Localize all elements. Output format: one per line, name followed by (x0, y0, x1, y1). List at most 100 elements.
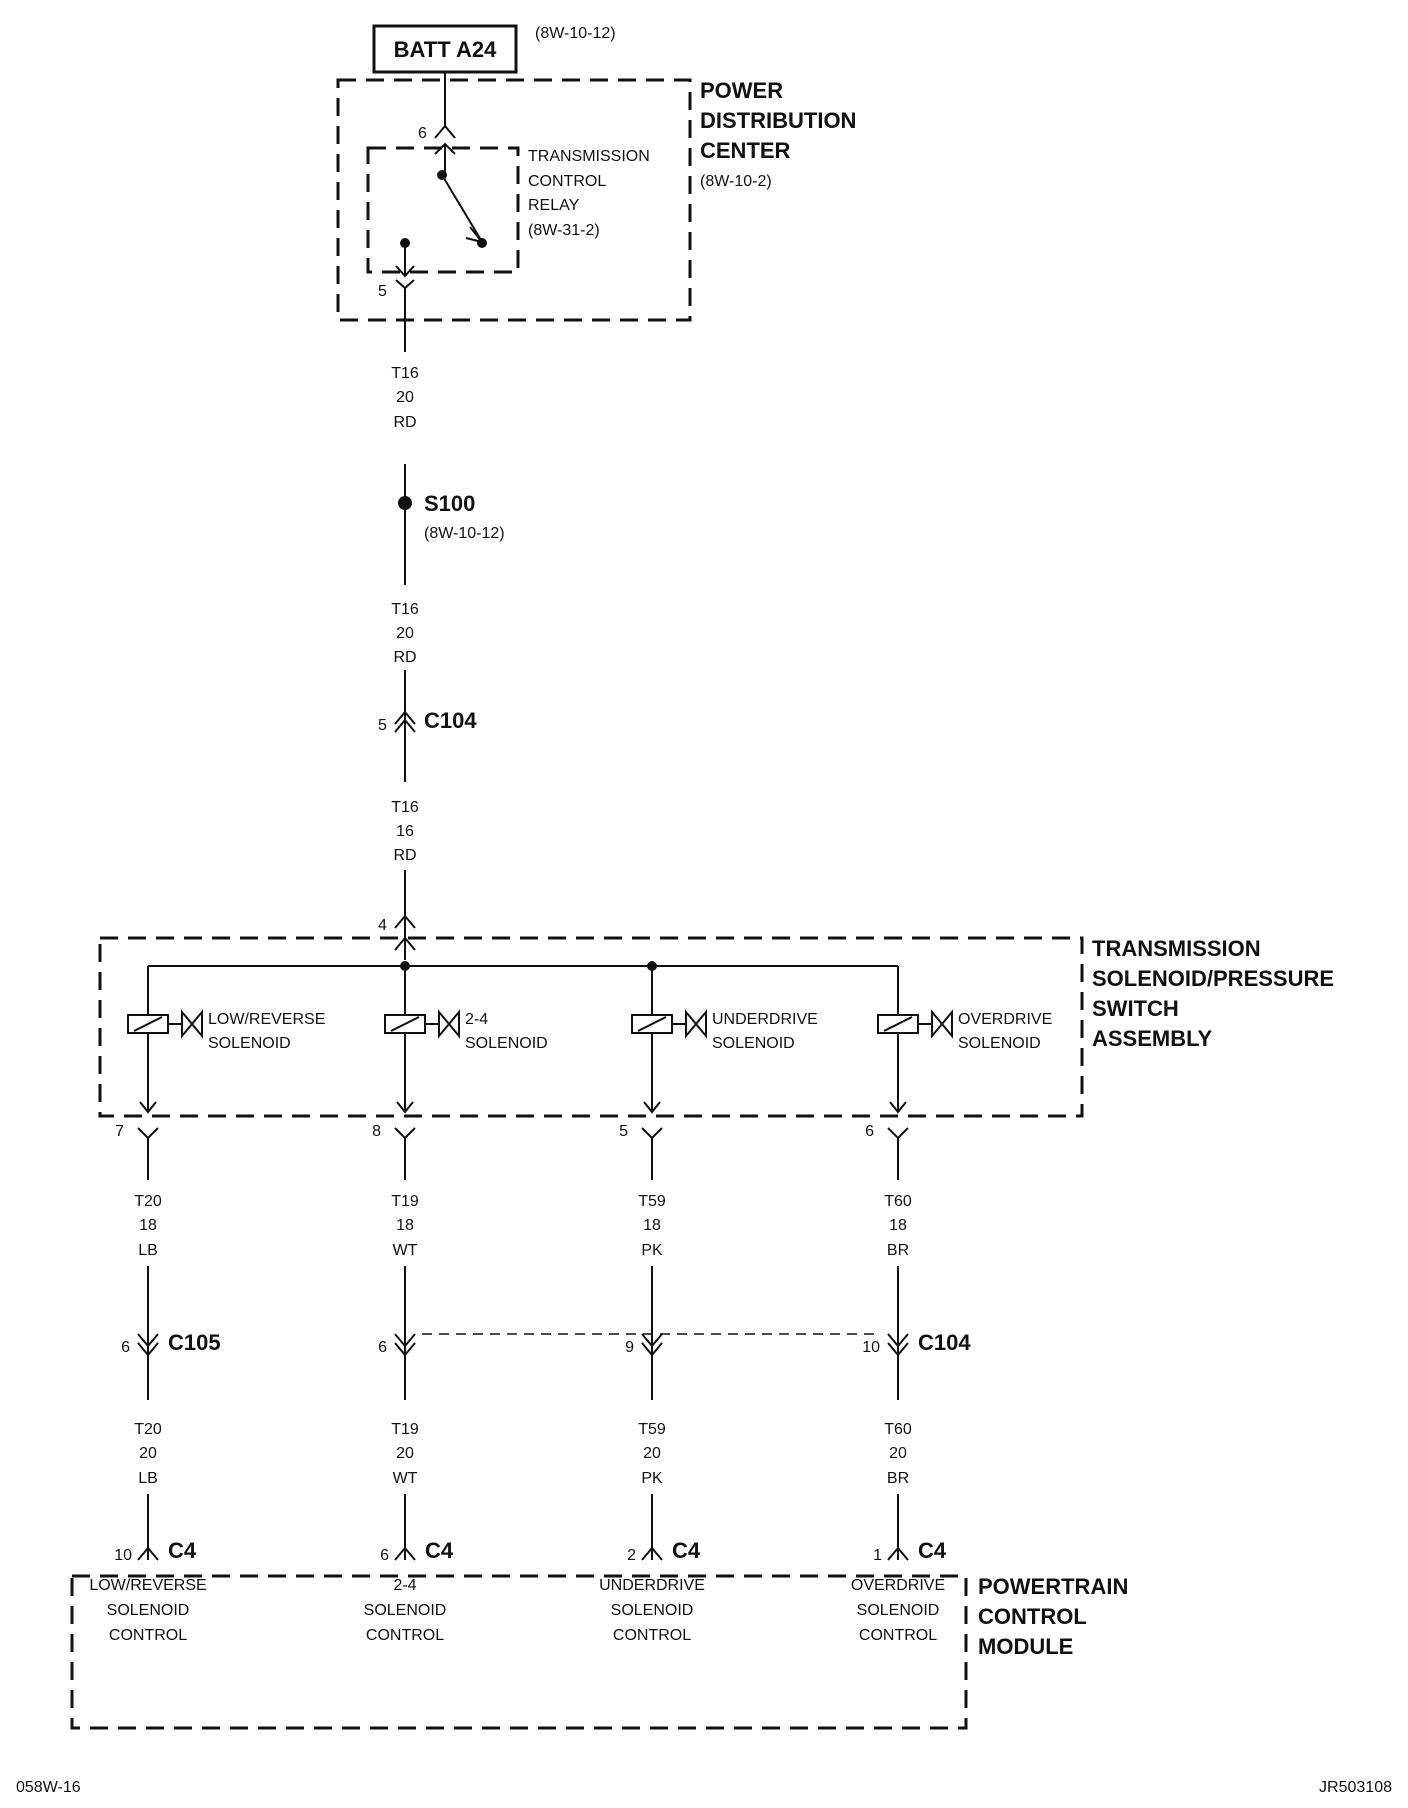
pcm-function-2: SOLENOID (857, 1602, 940, 1619)
pcm-title-1: POWERTRAIN (978, 1574, 1128, 1599)
pcm-function-1: OVERDRIVE (851, 1577, 945, 1594)
pcm-pin: 6 (380, 1547, 389, 1564)
wire-b-color: LB (138, 1470, 158, 1487)
inline-connector (137, 1333, 159, 1348)
wire-b-gauge: 20 (889, 1445, 907, 1462)
assembly-pin4-connector (394, 914, 416, 929)
wire-b-gauge: 20 (139, 1445, 157, 1462)
relay-label-2: CONTROL (528, 173, 606, 190)
solenoid-name-2: SOLENOID (712, 1035, 795, 1052)
pcm-connector (887, 1546, 909, 1561)
pdc-title-1: POWER (700, 78, 783, 103)
pdc-box (336, 78, 692, 322)
relay-box (366, 146, 520, 274)
output-pin: 5 (619, 1123, 628, 1140)
assembly-box (98, 936, 1084, 1118)
wire-a-circuit: T20 (134, 1193, 162, 1210)
valve-icon (438, 1009, 460, 1039)
relay-switch-arm (441, 174, 482, 241)
splice-dot (398, 496, 412, 510)
pdc-title-3: CENTER (700, 138, 791, 163)
output-pin: 6 (865, 1123, 874, 1140)
pcm-connector (137, 1546, 159, 1561)
pcm-title-2: CONTROL (978, 1604, 1087, 1629)
relay-ref: (8W-31-2) (528, 222, 600, 239)
wire-a-gauge: 18 (396, 1217, 414, 1234)
inline-connector-pin: 6 (378, 1339, 387, 1356)
wire-mid-gauge: 20 (396, 625, 414, 642)
wire-b-color: PK (641, 1470, 663, 1487)
relay-pin6-connector (434, 124, 456, 139)
wire-top-gauge: 20 (396, 389, 414, 406)
pcm-connector-label: C4 (672, 1538, 701, 1563)
pcm-pin: 1 (873, 1547, 882, 1564)
assembly-title-2: SOLENOID/PRESSURE (1092, 966, 1334, 991)
wire-low-color: RD (393, 847, 416, 864)
valve-icon (685, 1009, 707, 1039)
solenoid-name-2: SOLENOID (208, 1035, 291, 1052)
batt-ref: (8W-10-12) (535, 25, 616, 42)
wire-a-gauge: 18 (889, 1217, 907, 1234)
wire-b-circuit: T20 (134, 1421, 162, 1438)
relay-pin5-connector (395, 279, 415, 290)
pdc-title-2: DISTRIBUTION (700, 108, 856, 133)
solenoid-name-2: SOLENOID (465, 1035, 548, 1052)
c104-top-connector (394, 710, 416, 725)
inline-connector-pin: 6 (121, 1339, 130, 1356)
pcm-connector (394, 1546, 416, 1561)
valve-icon (181, 1009, 203, 1039)
pcm-function-3: CONTROL (109, 1627, 187, 1644)
c104-top-label: C104 (424, 708, 477, 733)
inline-connector-label: C104 (918, 1330, 971, 1355)
relay-label-3: RELAY (528, 197, 580, 214)
output-pin: 7 (115, 1123, 124, 1140)
inline-connector (641, 1333, 663, 1348)
splice-ref: (8W-10-12) (424, 525, 505, 542)
solenoid-name: UNDERDRIVE (712, 1011, 818, 1028)
output-pin-connector (137, 1127, 159, 1140)
pcm-title-3: MODULE (978, 1634, 1073, 1659)
pcm-function-3: CONTROL (366, 1627, 444, 1644)
wire-b-gauge: 20 (643, 1445, 661, 1462)
output-pin-connector (394, 1127, 416, 1140)
pcm-function-3: CONTROL (859, 1627, 937, 1644)
solenoid-name: LOW/REVERSE (208, 1011, 325, 1028)
pcm-function-1: 2-4 (393, 1577, 416, 1594)
wire-a-color: LB (138, 1242, 158, 1259)
splice-label: S100 (424, 491, 475, 516)
footer-right: JR503108 (1319, 1779, 1392, 1796)
output-pin-connector (641, 1127, 663, 1140)
wire-top-color: RD (393, 414, 416, 431)
assembly-pin-in: 4 (378, 917, 387, 934)
output-pin: 8 (372, 1123, 381, 1140)
wire-b-circuit: T19 (391, 1421, 419, 1438)
solenoid-name-2: SOLENOID (958, 1035, 1041, 1052)
pcm-connector (641, 1546, 663, 1561)
inline-connector-pin: 9 (625, 1339, 634, 1356)
relay-pin-top: 6 (418, 125, 427, 142)
wire-top-circuit: T16 (391, 365, 419, 382)
output-pin-connector (887, 1127, 909, 1140)
assembly-title-1: TRANSMISSION (1092, 936, 1261, 961)
pcm-connector-label: C4 (168, 1538, 197, 1563)
wire-mid-circuit: T16 (391, 601, 419, 618)
pcm-function-1: LOW/REVERSE (89, 1577, 206, 1594)
pcm-function-2: SOLENOID (611, 1602, 694, 1619)
wire-b-color: WT (393, 1470, 418, 1487)
inline-connector (394, 1333, 416, 1348)
wire-b-gauge: 20 (396, 1445, 414, 1462)
pcm-pin: 2 (627, 1547, 636, 1564)
wire-b-circuit: T60 (884, 1421, 912, 1438)
pcm-function-3: CONTROL (613, 1627, 691, 1644)
wire-low-gauge: 16 (396, 823, 414, 840)
wire-a-gauge: 18 (139, 1217, 157, 1234)
relay-label-1: TRANSMISSION (528, 148, 650, 165)
wire-low-circuit: T16 (391, 799, 419, 816)
pcm-function-2: SOLENOID (107, 1602, 190, 1619)
c104-top-pin: 5 (378, 717, 387, 734)
wire-b-color: BR (887, 1470, 909, 1487)
relay-pin-bottom: 5 (378, 283, 387, 300)
